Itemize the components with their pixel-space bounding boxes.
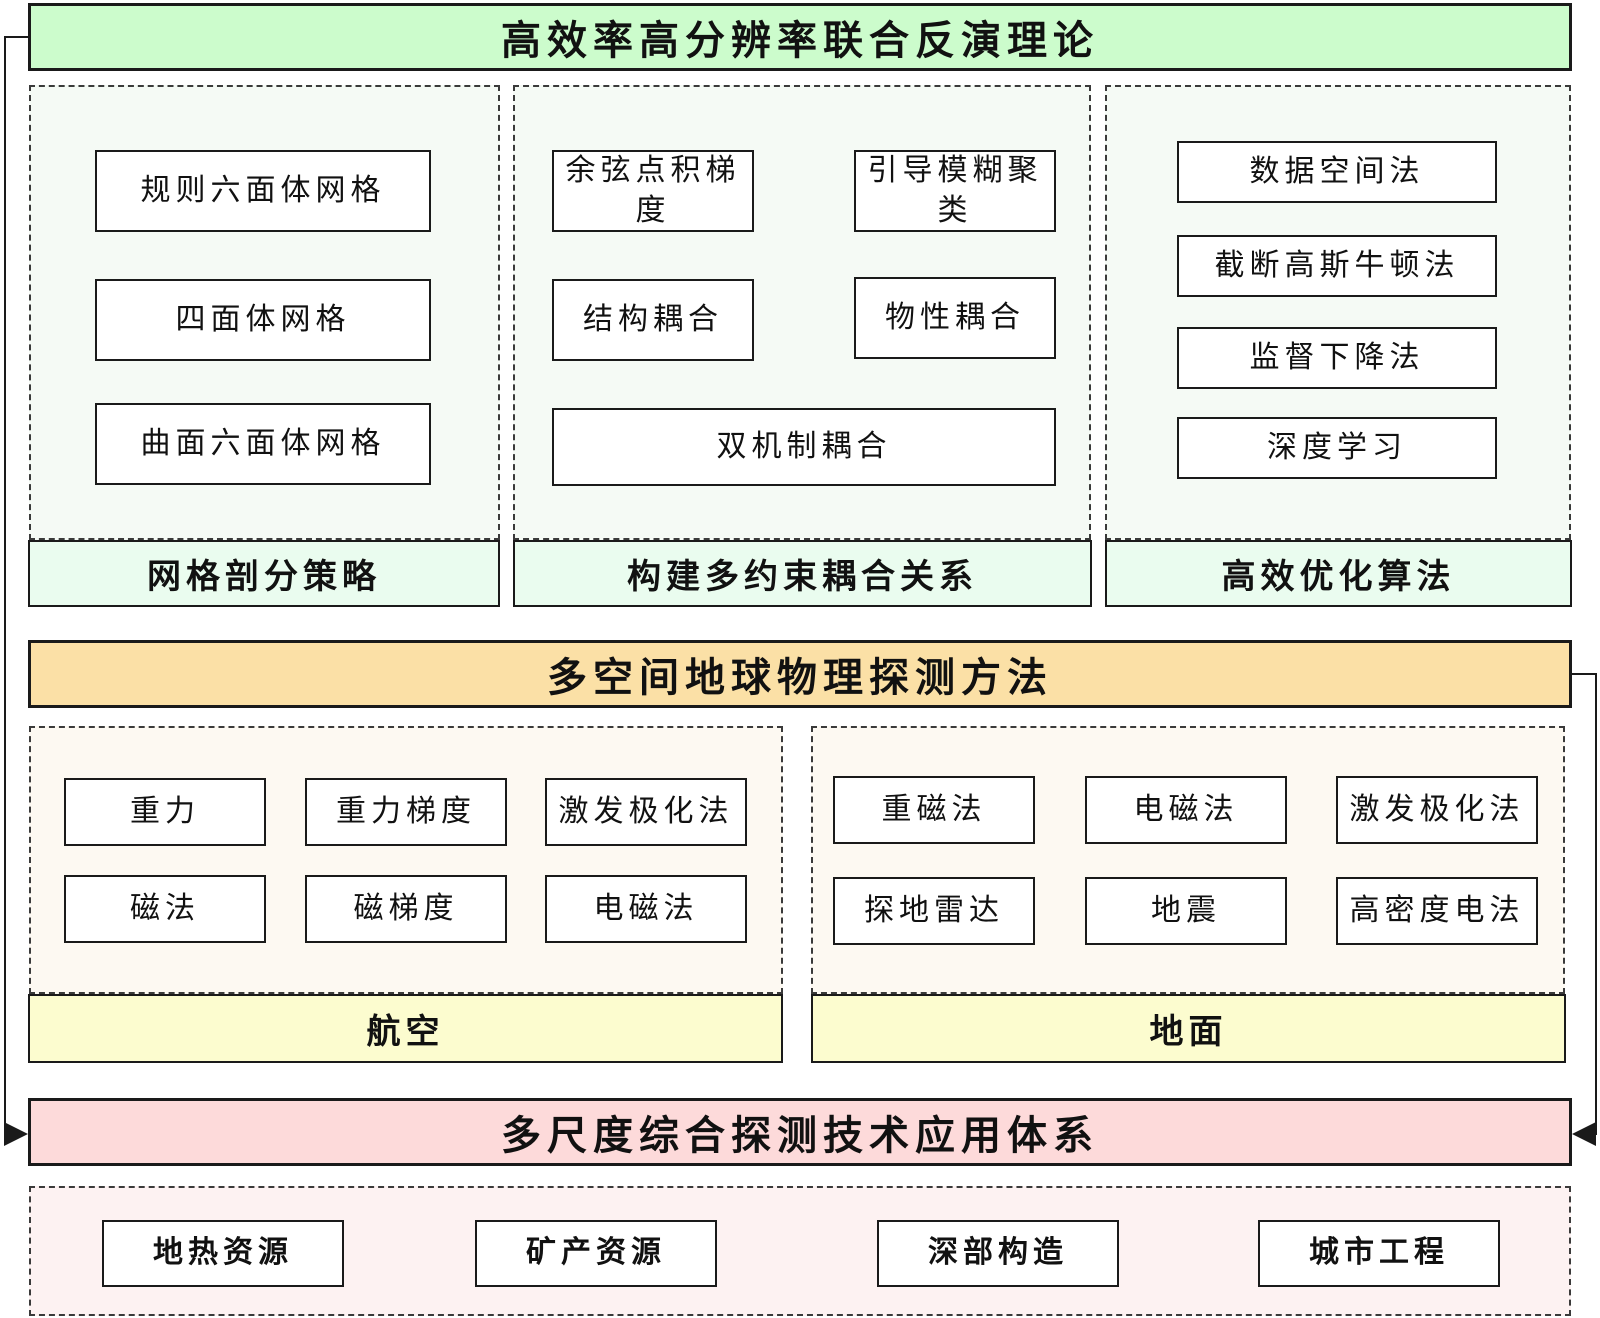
bottom-title-text: 多尺度综合探测技术应用体系 <box>501 1112 1099 1159</box>
optimization-item-truncated-gauss-newton: 截断高斯牛顿法 <box>1177 235 1497 297</box>
mesh-item-curved-hexahedron: 曲面六面体网格 <box>95 403 431 485</box>
left-connector-arrow <box>4 36 28 1146</box>
bottom-title-bar: 多尺度综合探测技术应用体系 <box>28 1098 1572 1166</box>
optimization-item-deep-learning: 深度学习 <box>1177 417 1497 479</box>
middle-title-bar: 多空间地球物理探测方法 <box>28 640 1572 708</box>
coupling-item-cosine-gradient: 余弦点积梯度 <box>552 150 754 232</box>
ground-section-label: 地面 <box>811 994 1566 1063</box>
airborne-item-gravity-gradient: 重力梯度 <box>305 778 507 846</box>
middle-title-text: 多空间地球物理探测方法 <box>547 654 1053 701</box>
mesh-section-label: 网格剖分策略 <box>28 540 500 607</box>
ground-panel <box>811 726 1565 994</box>
coupling-item-structural: 结构耦合 <box>552 279 754 361</box>
mesh-item-tetrahedron: 四面体网格 <box>95 279 431 361</box>
coupling-section-label: 构建多约束耦合关系 <box>513 540 1092 607</box>
ground-item-induced-polarization: 激发极化法 <box>1336 776 1538 844</box>
airborne-item-induced-polarization: 激发极化法 <box>545 778 747 846</box>
application-deep-structure: 深部构造 <box>877 1220 1119 1287</box>
ground-item-high-density-resistivity: 高密度电法 <box>1336 877 1538 945</box>
optimization-item-data-space: 数据空间法 <box>1177 141 1497 203</box>
airborne-item-magnetic: 磁法 <box>64 875 266 943</box>
application-mineral: 矿产资源 <box>475 1220 717 1287</box>
ground-item-seismic: 地震 <box>1085 877 1287 945</box>
airborne-item-gravity: 重力 <box>64 778 266 846</box>
coupling-item-petrophysical: 物性耦合 <box>854 277 1056 359</box>
application-urban-engineering: 城市工程 <box>1258 1220 1500 1287</box>
ground-item-gravity-magnetic: 重磁法 <box>833 776 1035 844</box>
right-connector-arrow <box>1571 673 1597 1146</box>
coupling-item-dual-mechanism: 双机制耦合 <box>552 408 1056 486</box>
optimization-section-label: 高效优化算法 <box>1105 540 1572 607</box>
airborne-item-magnetic-gradient: 磁梯度 <box>305 875 507 943</box>
coupling-item-guided-fuzzy-clustering: 引导模糊聚类 <box>854 150 1056 232</box>
ground-item-electromagnetic: 电磁法 <box>1085 776 1287 844</box>
airborne-panel <box>29 726 783 994</box>
optimization-item-supervised-descent: 监督下降法 <box>1177 327 1497 389</box>
application-geothermal: 地热资源 <box>102 1220 344 1287</box>
airborne-section-label: 航空 <box>28 994 783 1063</box>
top-title-bar: 高效率高分辨率联合反演理论 <box>28 3 1572 71</box>
ground-item-gpr: 探地雷达 <box>833 877 1035 945</box>
top-title-text: 高效率高分辨率联合反演理论 <box>501 17 1099 64</box>
airborne-item-electromagnetic: 电磁法 <box>545 875 747 943</box>
mesh-item-regular-hexahedron: 规则六面体网格 <box>95 150 431 232</box>
